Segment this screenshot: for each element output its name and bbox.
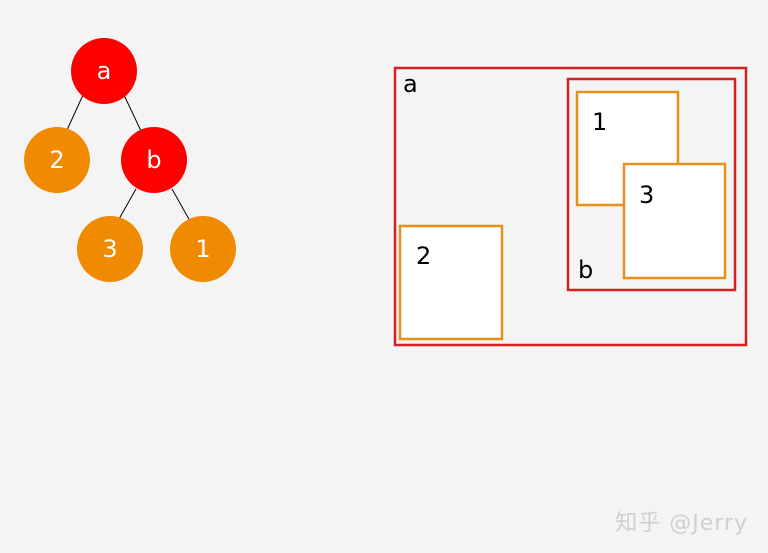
tree-node-2: 2 <box>24 127 90 193</box>
box-2-label: 2 <box>416 242 431 270</box>
edge-a-b <box>123 94 142 132</box>
box-3-label: 3 <box>639 181 654 209</box>
tree-node-3: 3 <box>77 216 143 282</box>
box-b-label: b <box>578 256 593 284</box>
box-2: 2 <box>398 224 504 341</box>
box-1-label: 1 <box>592 108 607 136</box>
edge-b-3 <box>118 188 137 220</box>
tree-node-a-label: a <box>97 57 112 85</box>
tree-node-b: b <box>121 127 187 193</box>
tree-node-a: a <box>71 38 137 104</box>
box-a: a <box>393 66 748 347</box>
box-3: 3 <box>622 162 727 280</box>
box-b: b <box>566 77 737 292</box>
tree-node-b-label: b <box>146 146 161 174</box>
tree-node-2-label: 2 <box>49 146 64 174</box>
tree-edges <box>66 94 191 222</box>
tree-node-3-label: 3 <box>102 235 117 263</box>
edge-a-2 <box>66 94 84 131</box>
tree-node-1: 1 <box>170 216 236 282</box>
watermark-text: 知乎 @Jerry <box>615 511 748 536</box>
edge-b-1 <box>171 188 191 222</box>
tree-node-1-label: 1 <box>195 235 210 263</box>
box-a-label: a <box>403 70 418 98</box>
